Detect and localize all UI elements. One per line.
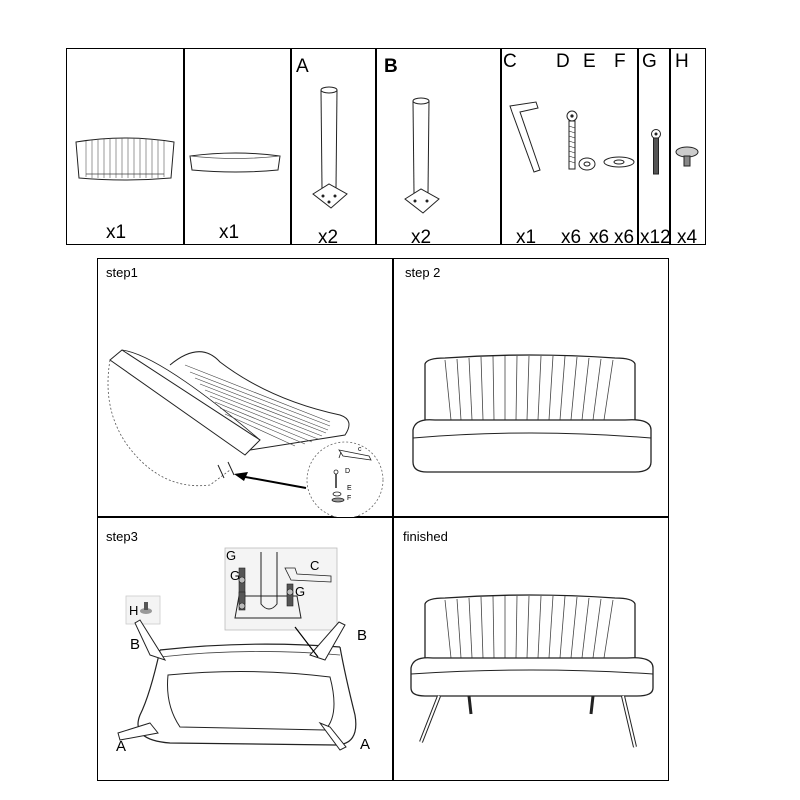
step3-label-g1: G xyxy=(226,548,237,563)
step1-hardware-inset xyxy=(306,441,384,519)
part-qty-seat: x1 xyxy=(219,222,240,243)
part-qty-d: x6 xyxy=(561,227,582,248)
step1-label: step1 xyxy=(106,265,138,280)
step3-label: step3 xyxy=(106,529,138,544)
part-qty-backrest: x1 xyxy=(106,222,127,243)
step1-inset-label-d: D xyxy=(345,468,351,475)
step3-label-b-left: B xyxy=(130,636,141,653)
parts-divider xyxy=(183,48,185,245)
leg-b-illustration xyxy=(404,97,440,214)
bolt-g-illustration xyxy=(651,129,661,175)
washer-e-illustration xyxy=(578,157,596,171)
part-letter-g: G xyxy=(642,51,657,72)
part-letter-b: B xyxy=(384,56,398,77)
step3-leg-mount-inset xyxy=(224,547,338,631)
finished-label: finished xyxy=(403,529,448,544)
step2-label: step 2 xyxy=(405,265,441,280)
part-letter-f: F xyxy=(614,51,626,72)
step3-sofa-underside-drawing xyxy=(117,619,357,751)
parts-divider xyxy=(637,48,639,245)
part-qty-f: x6 xyxy=(614,227,635,248)
step2-panel xyxy=(393,258,669,517)
part-qty-e: x6 xyxy=(589,227,610,248)
parts-divider xyxy=(500,48,502,245)
allen-key-c-illustration xyxy=(509,101,541,173)
step1-inset-label-f: F xyxy=(347,495,352,502)
parts-table xyxy=(66,48,706,245)
glide-h-illustration xyxy=(675,146,699,167)
step1-sofa-assembly-drawing xyxy=(107,349,350,487)
part-letter-d: D xyxy=(556,51,570,72)
step1-arrow xyxy=(234,472,307,489)
step3-label-a-right: A xyxy=(360,736,371,753)
step3-label-g2: G xyxy=(230,568,241,583)
leg-a-illustration xyxy=(312,86,348,209)
part-letter-e: E xyxy=(583,51,596,72)
parts-divider xyxy=(375,48,377,245)
part-qty-h: x4 xyxy=(677,227,698,248)
part-qty-c: x1 xyxy=(516,227,537,248)
step3-label-g3: G xyxy=(295,584,306,599)
parts-divider xyxy=(669,48,671,245)
step3-label-c: C xyxy=(310,558,320,573)
washer-f-illustration xyxy=(603,156,635,168)
step3-label-b-right: B xyxy=(357,627,368,644)
finished-panel xyxy=(393,517,669,781)
part-letter-a: A xyxy=(296,56,309,77)
seat-cushion-illustration xyxy=(189,152,281,173)
step3-label-h: H xyxy=(129,603,139,618)
part-letter-h: H xyxy=(675,51,689,72)
step3-label-a-left: A xyxy=(116,738,127,755)
backrest-illustration xyxy=(75,137,175,181)
finished-sofa-drawing xyxy=(410,594,654,748)
part-letter-c: C xyxy=(503,51,517,72)
part-qty-g: x12 xyxy=(640,227,671,248)
parts-divider xyxy=(290,48,292,245)
step1-inset-label-c: c xyxy=(358,446,362,453)
part-qty-a: x2 xyxy=(318,227,339,248)
part-qty-b: x2 xyxy=(411,227,432,248)
step2-sofa-no-legs-drawing xyxy=(412,354,652,473)
step1-inset-label-e: E xyxy=(347,485,352,492)
bolt-d-illustration xyxy=(566,110,578,170)
